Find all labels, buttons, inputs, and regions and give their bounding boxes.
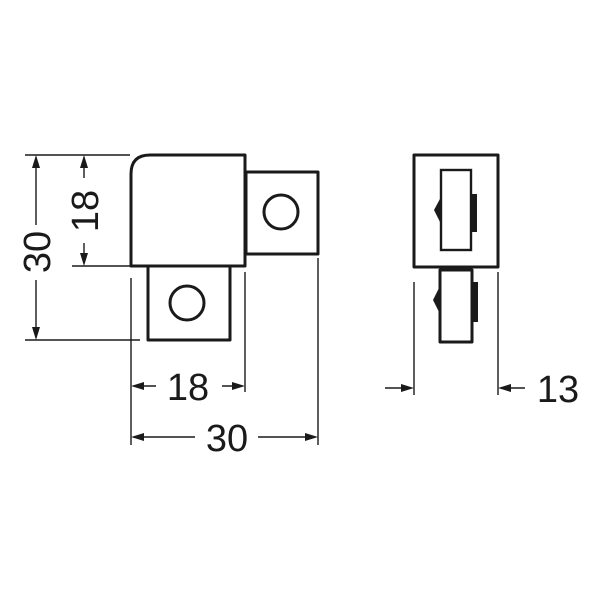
side-clip-upper xyxy=(471,194,477,232)
dim-label-width-total: 30 xyxy=(206,418,248,460)
main-body xyxy=(129,153,247,268)
side-wedge-lower xyxy=(433,286,440,314)
dim-height-upper: 18 xyxy=(65,155,130,267)
front-view xyxy=(129,153,320,342)
right-tab-hole xyxy=(262,193,300,231)
dim-width-lower: 18 xyxy=(130,272,246,445)
side-clip-lower xyxy=(472,282,478,322)
side-view xyxy=(412,153,500,344)
dim-depth: 13 xyxy=(385,272,579,411)
dim-label-depth: 13 xyxy=(537,369,579,411)
side-slot-upper xyxy=(439,168,473,252)
dim-label-width-lower: 18 xyxy=(167,367,209,409)
dim-label-height-total: 30 xyxy=(17,231,59,273)
dim-height-total: 30 xyxy=(17,154,140,341)
bottom-tab-hole xyxy=(168,284,206,322)
side-wedge-upper xyxy=(434,197,441,224)
dim-label-height-upper: 18 xyxy=(65,190,107,232)
side-lower-tab xyxy=(438,268,474,344)
dim-width-total: 30 xyxy=(131,258,319,460)
